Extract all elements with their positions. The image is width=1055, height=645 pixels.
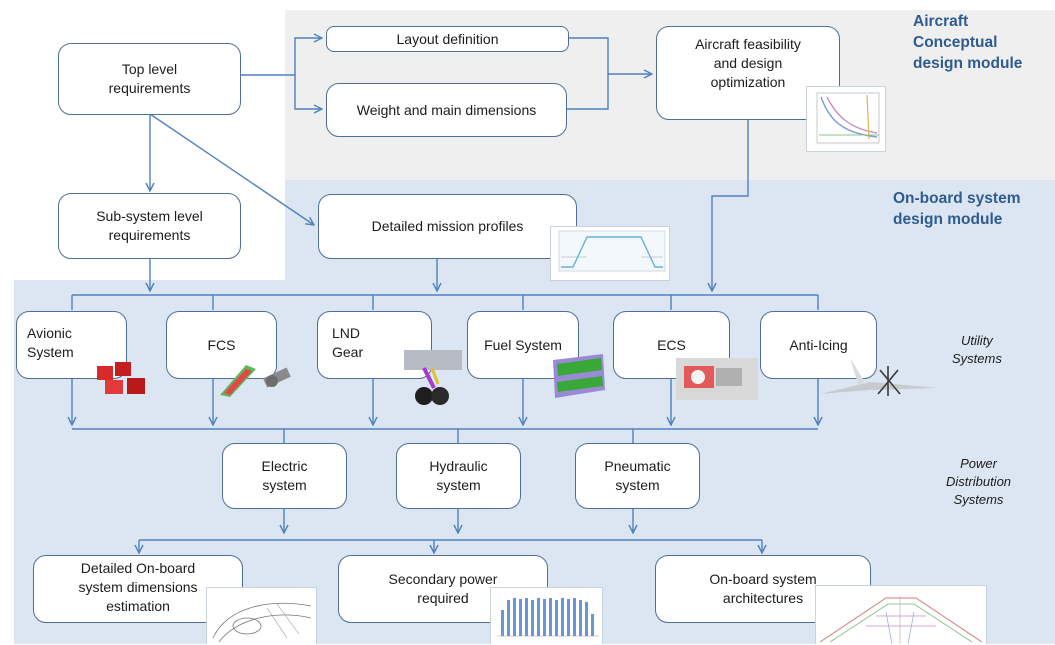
power-box-pneumatic: Pneumatic system bbox=[575, 443, 700, 509]
fuel-tank-icon bbox=[547, 350, 609, 402]
landing-gear-icon bbox=[404, 350, 462, 408]
utility-systems-label: Utility Systems bbox=[952, 333, 1002, 366]
connector-lines bbox=[72, 38, 818, 553]
onboard-module-label: On-board system design module bbox=[893, 190, 1021, 228]
ecs-pack-icon bbox=[676, 358, 758, 400]
weight-dimensions-box: Weight and main dimensions bbox=[326, 83, 567, 137]
layout-definition-box: Layout definition bbox=[326, 26, 569, 52]
wing-icon bbox=[820, 358, 940, 398]
utility-box-fuel: Fuel System bbox=[467, 311, 579, 379]
conceptual-module-label: Aircraft Conceptual design module bbox=[913, 13, 1023, 72]
power-box-hydraulic: Hydraulic system bbox=[396, 443, 521, 509]
actuator-icon bbox=[216, 357, 298, 399]
optimization-plot-icon bbox=[806, 86, 886, 152]
mission-profile-plot-icon bbox=[550, 226, 670, 281]
power-box-electric: Electric system bbox=[222, 443, 347, 509]
technical-drawing-icon bbox=[206, 587, 317, 644]
top-level-requirements-box: Top level requirements bbox=[58, 43, 241, 115]
architecture-layout-icon bbox=[815, 585, 987, 645]
power-distribution-label: Power Distribution Systems bbox=[946, 456, 1012, 507]
power-bar-chart-icon bbox=[490, 587, 603, 644]
mission-profiles-box: Detailed mission profiles bbox=[318, 194, 577, 259]
utility-box-fcs: FCS bbox=[166, 311, 277, 379]
avionics-icon bbox=[93, 360, 153, 400]
subsystem-requirements-box: Sub-system level requirements bbox=[58, 193, 241, 259]
utility-box-anti-icing: Anti-Icing bbox=[760, 311, 877, 379]
